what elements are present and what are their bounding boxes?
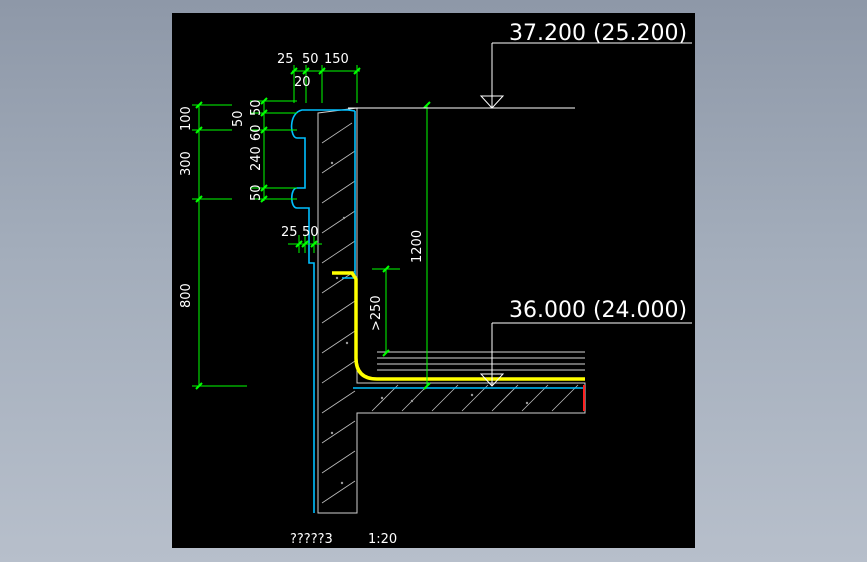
dim-top-150: 150 (324, 52, 349, 67)
detail-title: ?????3 (290, 532, 333, 547)
dim-left-800: 800 (179, 283, 194, 308)
detail-drawing: 37.200 (25.200) 36.000 (24.000) 25 50 15… (179, 21, 692, 547)
dim-top-20: 20 (294, 75, 311, 90)
dim-inner-60: 60 (249, 124, 264, 141)
detail-scale: 1:20 (368, 532, 397, 547)
dim-left-300: 300 (179, 151, 194, 176)
dim-top-25: 25 (277, 52, 294, 67)
dim-top-50: 50 (302, 52, 319, 67)
dim-inner-240: 240 (249, 146, 264, 171)
dim-mid-50: 50 (302, 225, 319, 240)
dim-inner-50b: 50 (231, 110, 246, 127)
elevation-top-label: 37.200 (25.200) (509, 21, 687, 46)
elevation-floor-label: 36.000 (24.000) (509, 298, 687, 323)
screed-layers (377, 351, 585, 371)
dim-left-100: 100 (179, 106, 194, 131)
dim-inner-50c: 50 (249, 184, 264, 201)
dim-inner-50a: 50 (249, 99, 264, 116)
waterproof-membrane (332, 271, 585, 381)
dimension-ticks (195, 67, 431, 390)
elevation-marker-floor (479, 322, 692, 387)
concrete-section (317, 107, 586, 514)
dim-height-1200: 1200 (410, 230, 425, 263)
dim-mid-25: 25 (281, 225, 298, 240)
drawing-sheet: 37.200 (25.200) 36.000 (24.000) 25 50 15… (172, 13, 695, 548)
dim-upturn-250: >250 (369, 295, 384, 331)
elevation-marker-top (348, 42, 692, 109)
